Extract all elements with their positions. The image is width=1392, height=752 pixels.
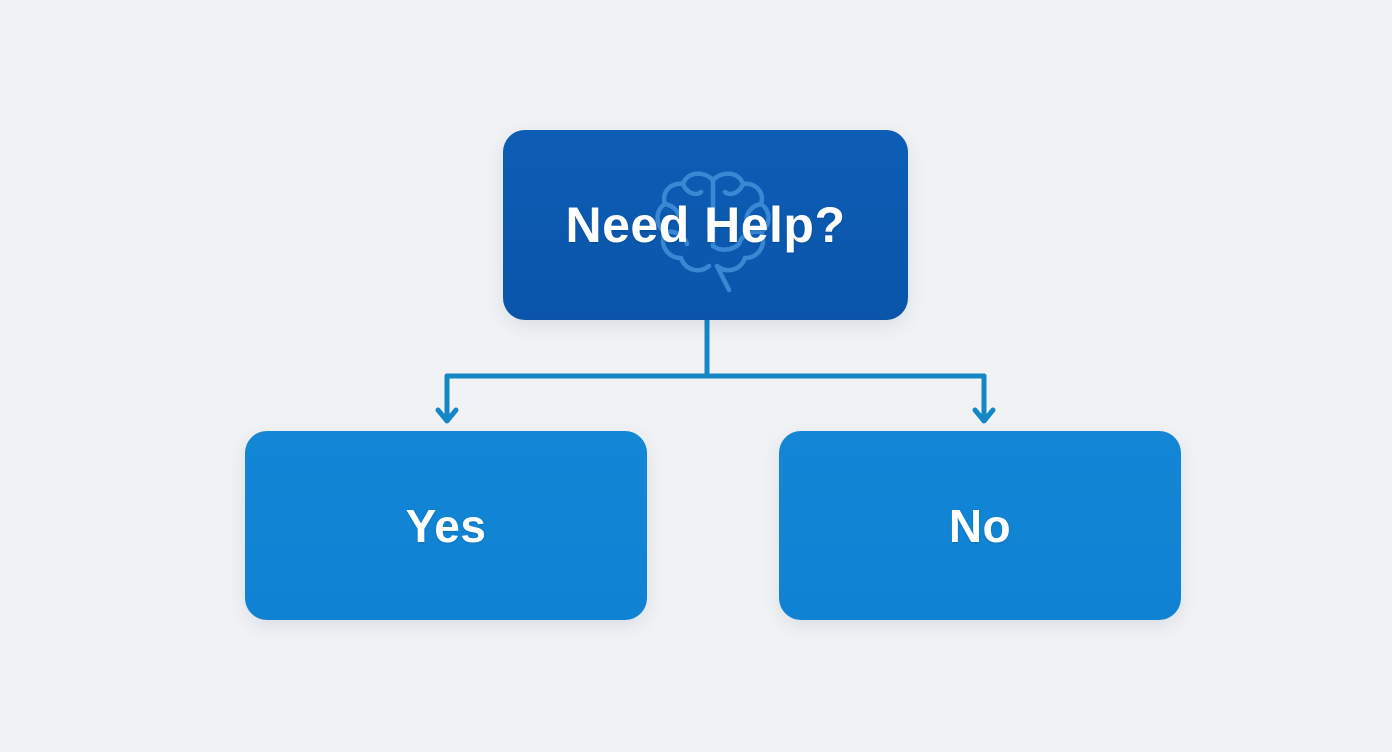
- answer-node-no: No: [779, 431, 1181, 620]
- answer-label-no: No: [948, 499, 1012, 552]
- question-node: Need Help?: [503, 130, 908, 320]
- brain-icon: [655, 171, 771, 293]
- arrowhead-no: [972, 407, 996, 424]
- question-label: Need Help?: [565, 197, 846, 253]
- answer-node-yes: Yes: [245, 431, 647, 620]
- answer-label-yes: Yes: [405, 499, 487, 552]
- arrowhead-yes: [435, 407, 459, 424]
